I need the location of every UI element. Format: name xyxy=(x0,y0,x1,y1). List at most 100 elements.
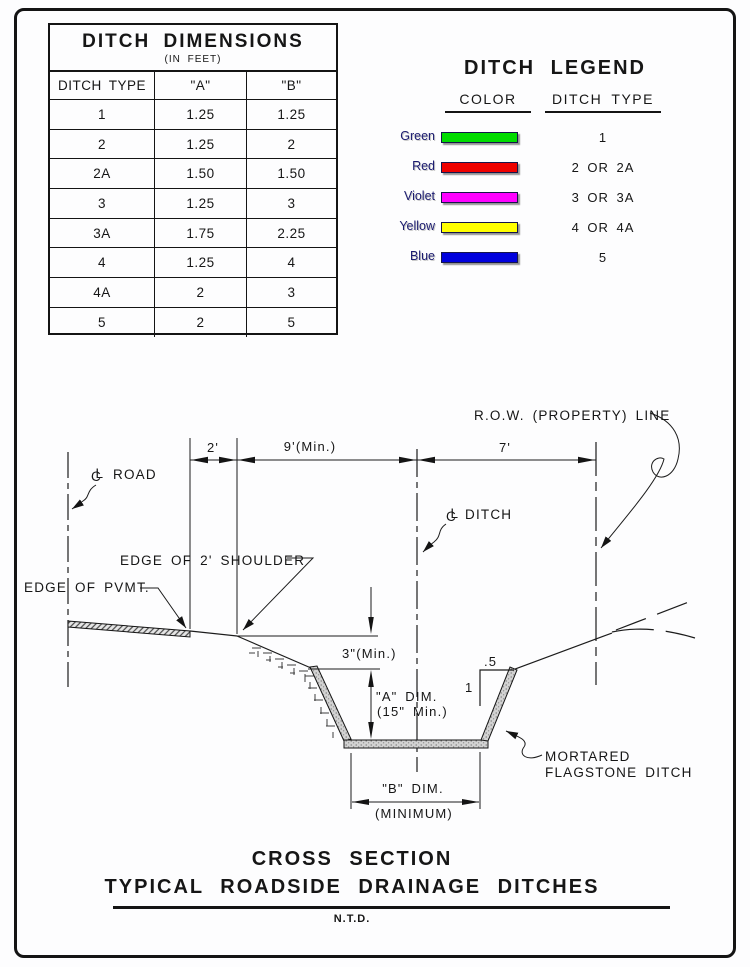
table-cell: 1.50 xyxy=(277,166,306,182)
table-row: 2 1.25 2 xyxy=(50,128,336,159)
table-row: 2A 1.50 1.50 xyxy=(50,158,336,189)
road-centerline-label: ROAD xyxy=(113,467,157,482)
centerline-symbol: C xyxy=(446,509,457,524)
edge-of-shoulder-leader xyxy=(242,557,315,631)
foreslope-line xyxy=(236,635,312,669)
table-cell: 3 xyxy=(50,189,155,218)
table-subtitle: (IN FEET) xyxy=(164,54,222,65)
drawing-title-line2: TYPICAL ROADSIDE DRAINAGE DITCHES xyxy=(104,876,600,898)
slope-ratio-indicator xyxy=(479,669,514,706)
table-cell: 4 xyxy=(50,248,155,278)
legend-ditch-type: 3 OR 3A xyxy=(571,190,635,205)
table-cell: 3 xyxy=(287,195,296,211)
dim-9ft-label: 9'(Min.) xyxy=(284,439,337,454)
color-swatch-blue xyxy=(441,252,518,263)
centerline-symbol: C xyxy=(91,469,102,484)
table-cell: 5 xyxy=(50,307,155,337)
table-cell: 1.75 xyxy=(155,218,247,248)
drawing-title-block: CROSS SECTION TYPICAL ROADSIDE DRAINAGE … xyxy=(15,848,689,899)
backslope-line xyxy=(514,632,613,670)
table-cell: 5 xyxy=(287,314,296,330)
road-centerline-leader xyxy=(71,484,97,510)
row-line-leader xyxy=(600,412,680,549)
dim-3in-label: 3"(Min.) xyxy=(342,646,397,661)
title-underline xyxy=(113,906,670,909)
centerline-symbol: L xyxy=(451,506,460,521)
table-cell: 2 xyxy=(155,278,247,307)
table-cell: 2 xyxy=(287,136,296,152)
col-header-b: "B" xyxy=(281,78,302,93)
table-cell: 1.25 xyxy=(277,106,306,122)
scale-note: N.T.D. xyxy=(333,913,371,925)
table-cell: 2.25 xyxy=(277,225,306,241)
table-row: 3 1.25 3 xyxy=(50,188,336,218)
col-header-a: "A" xyxy=(155,72,247,99)
ditch-right-slope-lining xyxy=(480,666,518,742)
legend-title: DITCH LEGEND xyxy=(464,57,646,79)
table-cell: 1.50 xyxy=(155,159,247,189)
legend-color-header: COLOR xyxy=(445,91,531,113)
table-header-row: DITCH TYPE "A" "B" xyxy=(50,72,336,99)
slope-one-label: 1 xyxy=(465,680,473,695)
b-dim-min-label: (MINIMUM) xyxy=(375,806,453,821)
ditch-legend: DITCH LEGEND COLOR DITCH TYPE Green 1 Re… xyxy=(385,55,685,275)
table-cell: 2 xyxy=(50,129,155,159)
table-cell: 1.25 xyxy=(155,248,247,278)
col-header-ditch-type: DITCH TYPE xyxy=(50,72,155,99)
legend-row: Violet 3 OR 3A xyxy=(385,189,685,205)
legend-color-name: Blue xyxy=(409,249,435,263)
table-row: 4 1.25 4 xyxy=(50,247,336,278)
ditch-bottom-lining xyxy=(343,739,489,749)
ditch-left-slope-lining xyxy=(309,665,352,742)
table-title-block: DITCH DIMENSIONS (IN FEET) xyxy=(50,25,336,72)
table-cell: 3A xyxy=(50,218,155,248)
table-cell: 4 xyxy=(287,255,296,271)
table-cell: 2 xyxy=(155,307,247,337)
row-property-line-label: R.O.W. (PROPERTY) LINE xyxy=(474,408,670,423)
legend-ditch-type: 1 xyxy=(598,130,608,145)
edge-of-pvmt-label: EDGE OF PVMT. xyxy=(24,580,150,595)
color-swatch-yellow xyxy=(441,222,518,233)
table-row: 1 1.25 1.25 xyxy=(50,99,336,129)
earth-hatching xyxy=(249,647,335,738)
table-row: 4A 2 3 xyxy=(50,277,336,307)
slope-half-label: .5 xyxy=(484,654,497,669)
a-dim-min-label: (15" Min.) xyxy=(377,704,448,719)
edge-of-shoulder-label: EDGE OF 2' SHOULDER xyxy=(120,553,305,568)
b-dim-label: "B" DIM. xyxy=(382,781,444,796)
ditch-dimensions-table: DITCH DIMENSIONS (IN FEET) DITCH TYPE "A… xyxy=(48,23,338,337)
mortared-ditch-leader xyxy=(505,730,543,759)
edge-of-pvmt-leader xyxy=(140,587,187,629)
table-cell: 1.25 xyxy=(155,189,247,218)
table-cell: 3 xyxy=(287,284,296,300)
ditch-centerline-leader xyxy=(422,523,447,553)
legend-row: Green 1 xyxy=(385,129,685,145)
legend-row: Blue 5 xyxy=(385,249,685,265)
shoulder-line xyxy=(189,630,238,637)
color-swatch-red xyxy=(441,162,518,173)
mortared-label-line1: MORTARED xyxy=(545,749,631,764)
legend-row: Yellow 4 OR 4A xyxy=(385,219,685,235)
legend-color-name: Green xyxy=(400,129,435,143)
color-swatch-green xyxy=(441,132,518,143)
table-row: 5 2 5 xyxy=(50,306,336,337)
legend-color-name: Violet xyxy=(403,189,435,203)
sheet-border xyxy=(14,8,736,958)
dim-2ft-label: 2' xyxy=(207,440,219,455)
a-dim-label: "A" DIM. xyxy=(376,689,438,704)
color-swatch-violet xyxy=(441,192,518,203)
dim-7ft-label: 7' xyxy=(499,440,511,455)
table-cell: 1.25 xyxy=(155,100,247,129)
table-cell: 4A xyxy=(50,278,155,307)
mortared-label-line2: FLAGSTONE DITCH xyxy=(545,765,693,780)
variable-slope-dashed-upper xyxy=(615,599,695,631)
legend-type-header: DITCH TYPE xyxy=(545,91,661,113)
ditch-centerline-label: DITCH xyxy=(465,507,512,522)
table-cell: 1 xyxy=(50,100,155,129)
legend-ditch-type: 4 OR 4A xyxy=(571,220,635,235)
legend-row: Red 2 OR 2A xyxy=(385,159,685,175)
legend-ditch-type: 5 xyxy=(598,250,608,265)
drawing-title-line1: CROSS SECTION xyxy=(251,848,453,870)
table-title: DITCH DIMENSIONS xyxy=(82,31,304,52)
centerline-symbol: L xyxy=(96,466,105,481)
